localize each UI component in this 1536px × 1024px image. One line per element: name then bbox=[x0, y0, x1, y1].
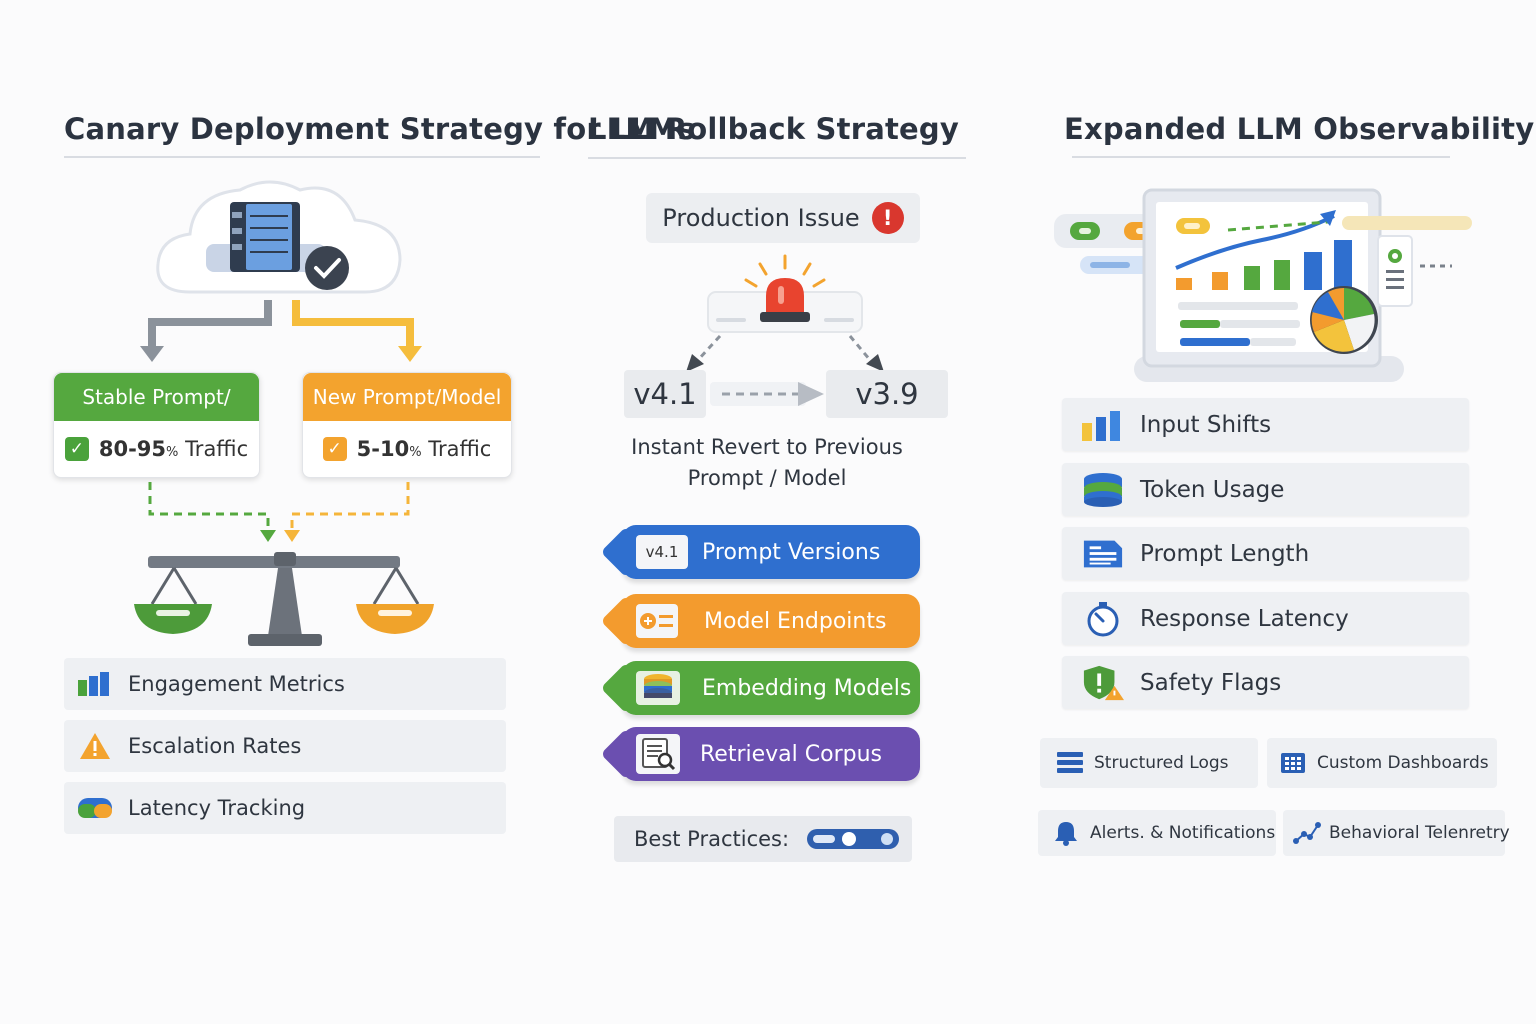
canary-title-rule bbox=[64, 156, 540, 158]
metric-row-escalation: Escalation Rates bbox=[64, 720, 506, 772]
chip-behavioral-telemetry: Behavioral Telenretry bbox=[1283, 810, 1510, 856]
observability-title-rule bbox=[1072, 156, 1450, 158]
routing-arrows bbox=[140, 300, 422, 362]
production-issue-badge: Production Issue ! bbox=[646, 193, 920, 243]
dashboard-illustration bbox=[1054, 188, 1472, 382]
obs-label: Safety Flags bbox=[1140, 669, 1282, 696]
alert-circle-icon: ! bbox=[871, 202, 904, 234]
chip-label: Structured Logs bbox=[1094, 753, 1229, 773]
rollback-title: LLM Rollback Strategy bbox=[588, 112, 959, 146]
siren-icon bbox=[707, 254, 863, 333]
version-from: v4.1 bbox=[624, 370, 706, 418]
checkbox-checked-icon: ✓ bbox=[64, 437, 89, 461]
retrieval-corpus-button[interactable]: Retrieval Corpus bbox=[600, 727, 920, 781]
toggle-icon[interactable] bbox=[805, 826, 901, 852]
obs-row-input-shifts: Input Shifts bbox=[1062, 398, 1469, 451]
new-prompt-header: New Prompt/Model bbox=[303, 373, 511, 421]
metric-label: Engagement Metrics bbox=[128, 672, 345, 696]
obs-row-safety-flags: Safety Flags bbox=[1062, 656, 1469, 709]
prompt-versions-button[interactable]: v4.1 Prompt Versions bbox=[600, 525, 920, 579]
observability-title: Expanded LLM Observability bbox=[1064, 112, 1535, 146]
metric-row-engagement: Engagement Metrics bbox=[64, 658, 506, 710]
tag-label: Model Endpoints bbox=[704, 608, 887, 634]
endpoint-icon bbox=[636, 604, 678, 638]
grid-icon bbox=[1279, 751, 1307, 775]
obs-label: Prompt Length bbox=[1140, 540, 1310, 567]
version-to: v3.9 bbox=[826, 370, 948, 418]
best-practices-label: Best Practices: bbox=[634, 827, 790, 851]
stable-prompt-header: Stable Prompt/ bbox=[54, 373, 259, 421]
bell-icon bbox=[1052, 821, 1080, 846]
database-stack-icon bbox=[636, 671, 680, 705]
checkbox-checked-icon: ✓ bbox=[322, 437, 347, 461]
warning-icon bbox=[78, 732, 112, 760]
shield-warning-icon bbox=[1082, 665, 1124, 701]
revert-description: Instant Revert to Previous Prompt / Mode… bbox=[600, 432, 934, 494]
revert-line-1: Instant Revert to Previous bbox=[631, 435, 903, 459]
chip-alerts-notifications: Alerts. & Notifications bbox=[1038, 810, 1276, 856]
stopwatch-icon bbox=[1082, 601, 1124, 637]
canary-title: Canary Deployment Strategy for LLMs bbox=[64, 112, 696, 146]
obs-label: Input Shifts bbox=[1140, 411, 1272, 438]
new-route-card: New Prompt/Model ✓ 5-10% Traffic bbox=[302, 372, 512, 478]
bar-chart-icon bbox=[1082, 407, 1124, 443]
obs-row-token-usage: Token Usage bbox=[1062, 463, 1469, 516]
embedding-models-button[interactable]: Embedding Models bbox=[600, 661, 920, 715]
new-traffic-text: 5-10% Traffic bbox=[356, 437, 492, 461]
obs-row-response-latency: Response Latency bbox=[1062, 592, 1469, 645]
rollback-title-rule bbox=[588, 157, 966, 159]
merge-arrows bbox=[148, 482, 410, 542]
bar-chart-icon bbox=[78, 670, 112, 698]
new-traffic: ✓ 5-10% Traffic bbox=[303, 421, 511, 477]
chip-label: Alerts. & Notifications bbox=[1090, 823, 1276, 843]
stable-traffic: ✓ 80-95% Traffic bbox=[54, 421, 259, 477]
best-practices-box: Best Practices: bbox=[614, 816, 912, 862]
gauge-icon bbox=[78, 794, 112, 822]
metric-row-latency: Latency Tracking bbox=[64, 782, 506, 834]
stable-traffic-text: 80-95% Traffic bbox=[98, 437, 249, 461]
stable-route-card: Stable Prompt/ ✓ 80-95% Traffic bbox=[53, 372, 260, 478]
tag-label: Retrieval Corpus bbox=[700, 741, 882, 767]
production-issue-label: Production Issue bbox=[662, 204, 860, 232]
revert-arrow bbox=[710, 382, 824, 406]
chip-label: Custom Dashboards bbox=[1317, 753, 1489, 773]
metric-label: Escalation Rates bbox=[128, 734, 302, 758]
obs-row-prompt-length: Prompt Length bbox=[1062, 527, 1469, 580]
list-icon bbox=[1056, 751, 1084, 775]
chip-custom-dashboards: Custom Dashboards bbox=[1267, 738, 1497, 788]
tag-label: Embedding Models bbox=[702, 675, 912, 701]
chip-structured-logs: Structured Logs bbox=[1040, 738, 1258, 788]
cloud-server-icon bbox=[156, 180, 402, 294]
obs-label: Response Latency bbox=[1140, 605, 1349, 632]
graph-icon bbox=[1293, 821, 1321, 845]
model-endpoints-button[interactable]: Model Endpoints bbox=[600, 594, 920, 648]
obs-label: Token Usage bbox=[1140, 476, 1285, 503]
rollback-arrows bbox=[686, 334, 884, 372]
metric-label: Latency Tracking bbox=[128, 796, 306, 820]
revert-line-2: Prompt / Model bbox=[687, 466, 847, 490]
document-search-icon bbox=[636, 734, 680, 774]
version-chip: v4.1 bbox=[636, 535, 688, 569]
document-icon bbox=[1082, 536, 1124, 572]
database-icon bbox=[1082, 472, 1124, 508]
chip-label: Behavioral Telenretry bbox=[1329, 823, 1510, 843]
balance-scale-icon bbox=[134, 552, 434, 646]
tag-label: Prompt Versions bbox=[702, 539, 881, 565]
